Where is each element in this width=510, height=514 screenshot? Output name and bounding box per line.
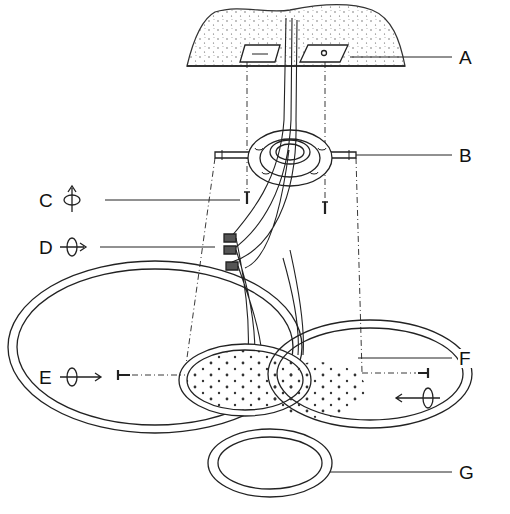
callout-letter: E bbox=[38, 368, 53, 387]
callout-letter: B bbox=[458, 146, 473, 165]
callout-letter: G bbox=[458, 463, 475, 482]
callout-letter: A bbox=[458, 48, 473, 67]
callout-letter: F bbox=[458, 349, 472, 368]
callout-letter: D bbox=[38, 238, 54, 257]
callout-letter: C bbox=[38, 191, 54, 210]
